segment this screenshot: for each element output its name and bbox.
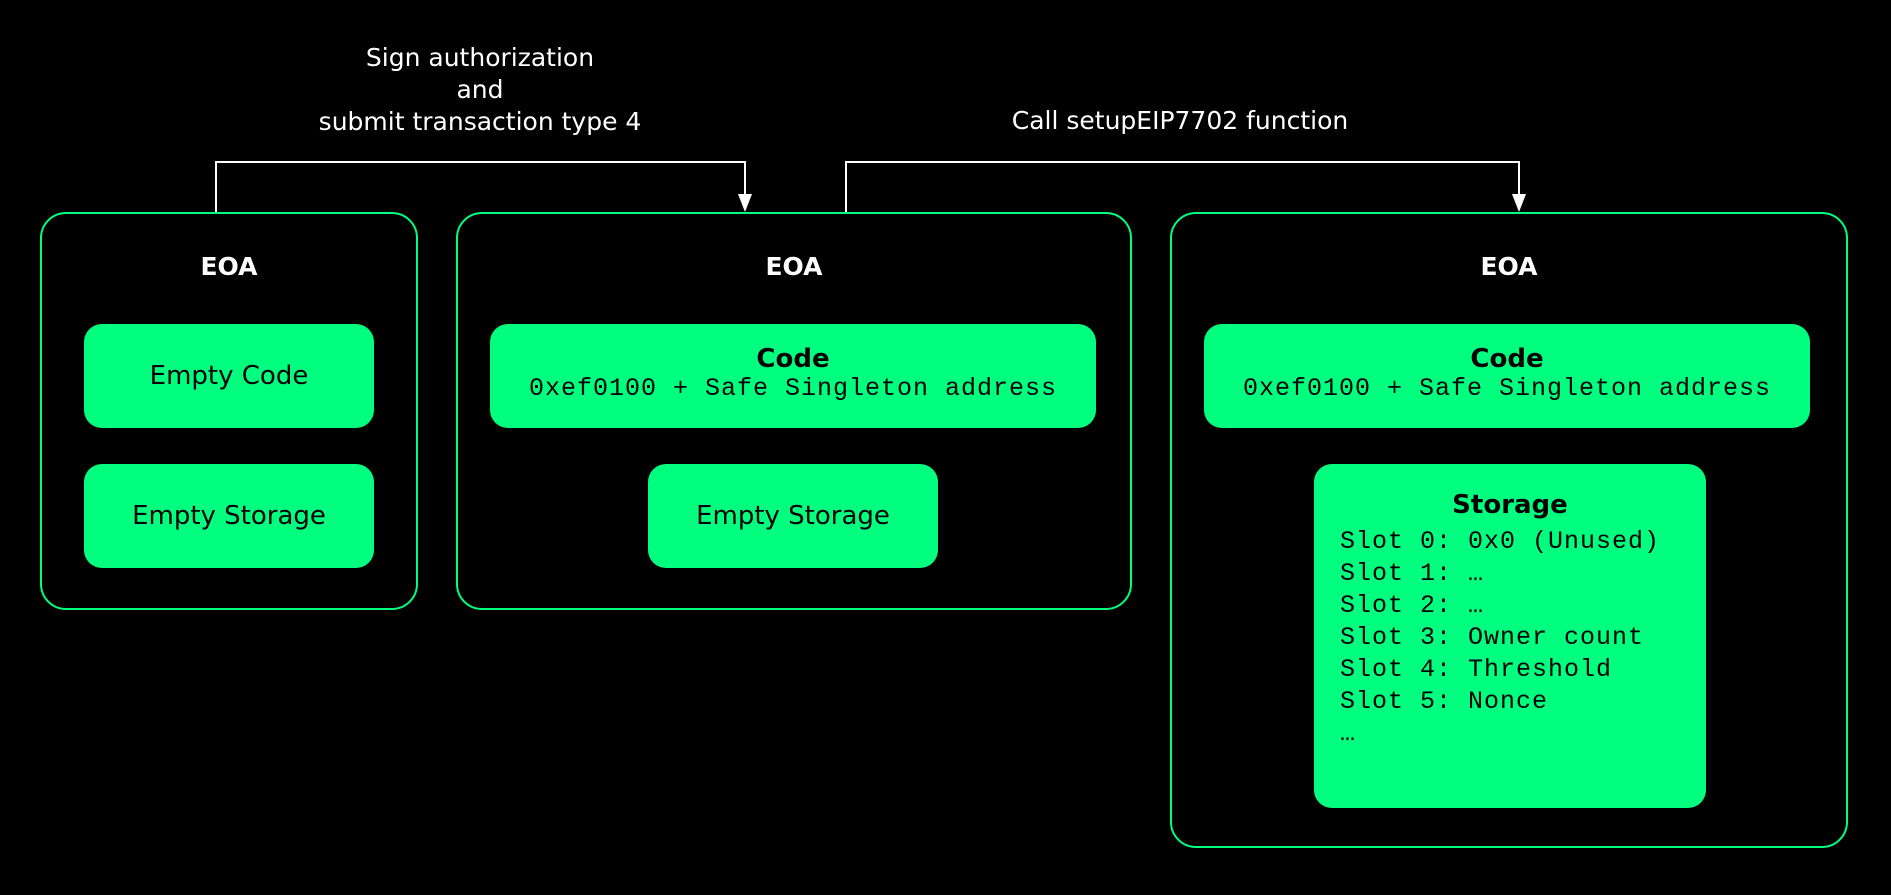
eoa-title: EOA bbox=[200, 252, 258, 281]
arrow-1-label: Sign authorization and submit transactio… bbox=[270, 42, 690, 138]
eoa-setup-state: EOA Code 0xef0100 + Safe Singleton addre… bbox=[1170, 212, 1848, 848]
storage-slot: … bbox=[1340, 719, 1357, 748]
empty-code-label: Empty Code bbox=[149, 361, 309, 391]
empty-storage-label: Empty Storage bbox=[132, 501, 326, 531]
arrow-1-label-line-3: submit transaction type 4 bbox=[318, 107, 642, 136]
eoa-title: EOA bbox=[1480, 252, 1538, 281]
storage-slot: Slot 2: … bbox=[1340, 591, 1485, 620]
arrow-2-label-line-1: Call setupEIP7702 function bbox=[1011, 106, 1349, 135]
arrow-2-line bbox=[845, 161, 1520, 212]
storage-slot: Slot 5: Nonce bbox=[1340, 687, 1549, 716]
code-value: 0xef0100 + Safe Singleton address bbox=[528, 374, 1058, 403]
arrow-1-head bbox=[738, 194, 752, 212]
empty-storage-label: Empty Storage bbox=[696, 501, 890, 531]
code-box: Code 0xef0100 + Safe Singleton address bbox=[490, 324, 1096, 428]
code-title: Code bbox=[756, 344, 830, 374]
arrow-2-head bbox=[1512, 194, 1526, 212]
code-box: Code 0xef0100 + Safe Singleton address bbox=[1204, 324, 1810, 428]
eoa-delegated-state: EOA Code 0xef0100 + Safe Singleton addre… bbox=[456, 212, 1132, 610]
empty-storage-box: Empty Storage bbox=[84, 464, 374, 568]
arrow-1-label-line-2: and bbox=[456, 75, 504, 104]
storage-slot: Slot 3: Owner count bbox=[1340, 623, 1645, 652]
empty-code-box: Empty Code bbox=[84, 324, 374, 428]
eoa-title: EOA bbox=[765, 252, 823, 281]
arrow-1-line bbox=[215, 161, 746, 212]
storage-box: Storage Slot 0: 0x0 (Unused) Slot 1: … S… bbox=[1314, 464, 1706, 808]
eoa-initial-state: EOA Empty Code Empty Storage bbox=[40, 212, 418, 610]
empty-storage-box: Empty Storage bbox=[648, 464, 938, 568]
arrow-1-label-line-1: Sign authorization bbox=[365, 43, 595, 72]
arrow-2-label: Call setupEIP7702 function bbox=[960, 105, 1400, 137]
code-title: Code bbox=[1470, 344, 1544, 374]
storage-slot: Slot 1: … bbox=[1340, 559, 1485, 588]
storage-title: Storage bbox=[1452, 490, 1568, 520]
storage-slots: Slot 0: 0x0 (Unused) Slot 1: … Slot 2: …… bbox=[1340, 526, 1706, 750]
storage-slot: Slot 0: 0x0 (Unused) bbox=[1340, 527, 1661, 556]
storage-slot: Slot 4: Threshold bbox=[1340, 655, 1613, 684]
code-value: 0xef0100 + Safe Singleton address bbox=[1242, 374, 1772, 403]
